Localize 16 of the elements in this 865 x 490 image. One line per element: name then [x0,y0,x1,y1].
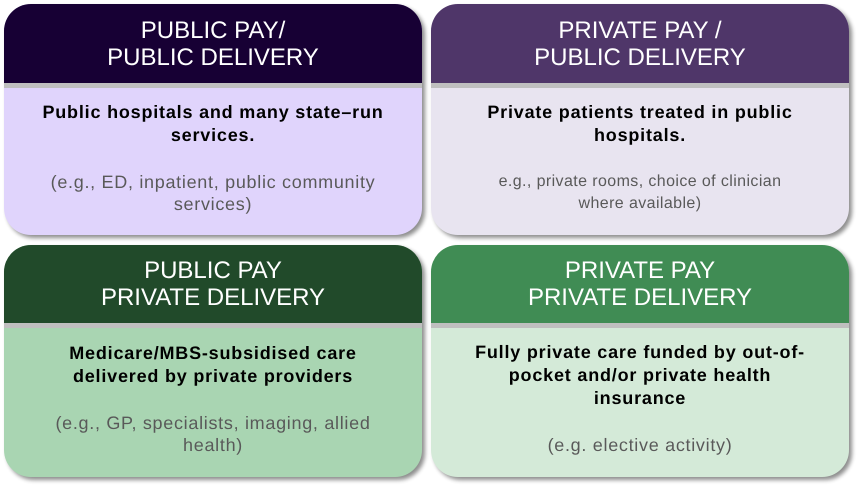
quadrant-card [431,245,849,477]
example-note: (e.g. elective activity) [548,434,732,456]
card-description: Medicare/MBS-subsidised care delivered by private providers [68,342,358,388]
card-title: PRIVATE PAY PRIVATE DELIVERY [526,257,754,311]
example-note: (e.g., GP, specialists, imaging, allied health) [54,412,372,456]
example-note: e.g., private rooms, choice of clinician where available) [498,172,782,214]
card-description: Private patients treated in public hospitals. [486,100,794,146]
quadrant-card [431,4,849,235]
card-title: PUBLIC PAY/ PUBLIC DELIVERY [106,16,320,70]
card-description: Fully private care funded by out-of-pocket and/or private health insurance [474,341,806,410]
quadrant-card [4,245,422,477]
card-title: PUBLIC PAY PRIVATE DELIVERY [100,257,326,311]
card-title: PRIVATE PAY / PUBLIC DELIVERY [533,16,747,70]
example-note: (e.g., ED, inpatient, public community services) [50,170,376,214]
quadrant-card [4,4,422,235]
card-description: Public hospitals and many state–run services. [41,100,385,146]
